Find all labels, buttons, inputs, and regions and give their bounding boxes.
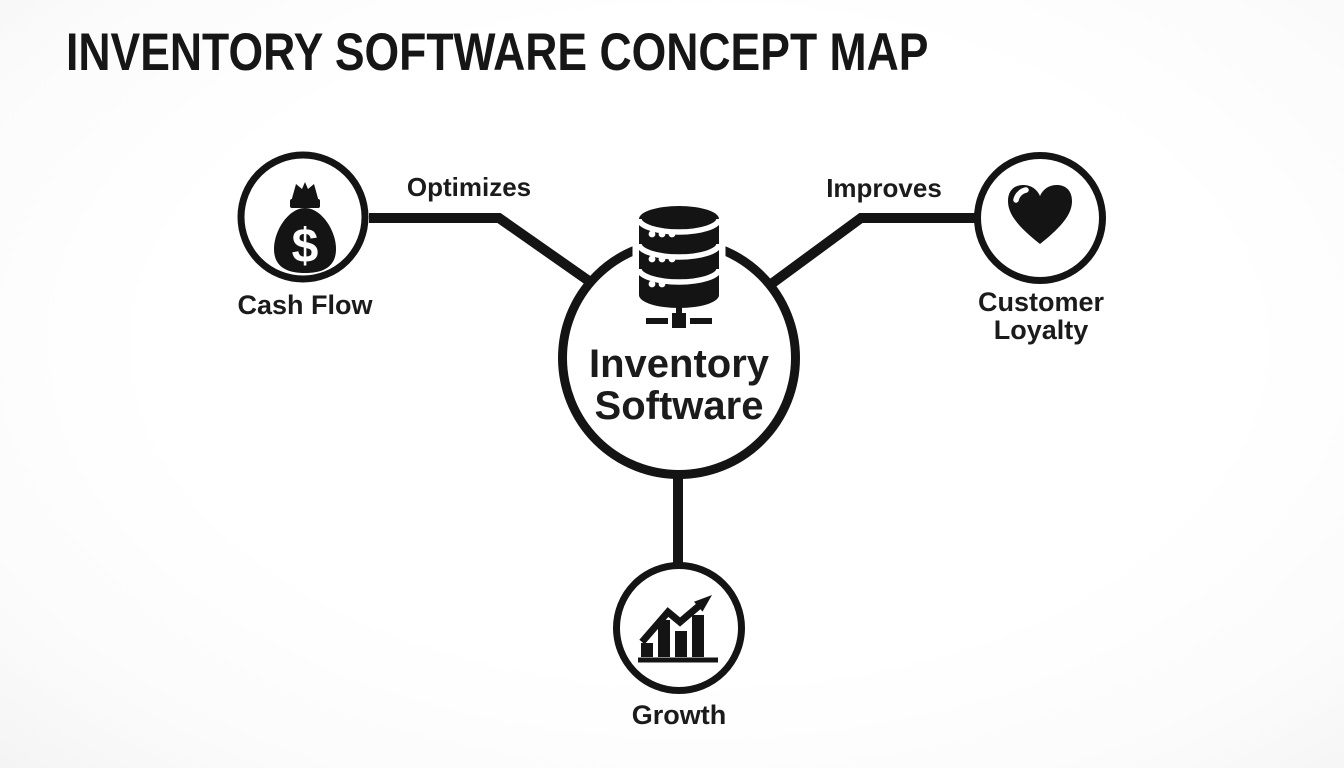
database-network-icon bbox=[632, 199, 726, 332]
edge-optimizes-line bbox=[369, 213, 619, 305]
heart-icon bbox=[1008, 185, 1072, 244]
edge-optimizes-label: Optimizes bbox=[407, 172, 531, 202]
center-node-label-line1: Inventory bbox=[589, 342, 770, 386]
edge-improves-label: Improves bbox=[826, 173, 942, 203]
edge-improves-line bbox=[741, 213, 976, 309]
edges bbox=[369, 213, 976, 564]
growth-chart-icon bbox=[638, 595, 718, 663]
node-growth-circle bbox=[613, 562, 745, 694]
center-node-label-line2: Software bbox=[595, 384, 764, 428]
node-customer-loyalty-label-line1: Customer bbox=[978, 287, 1105, 317]
money-bag-icon: $ bbox=[274, 182, 336, 273]
node-growth-label: Growth bbox=[632, 700, 727, 730]
node-customer-loyalty-label-line2: Loyalty bbox=[994, 315, 1089, 345]
page-title: INVENTORY SOFTWARE CONCEPT MAP bbox=[66, 23, 929, 82]
currency-symbol: $ bbox=[292, 220, 319, 273]
node-cash-flow-label: Cash Flow bbox=[237, 290, 373, 320]
